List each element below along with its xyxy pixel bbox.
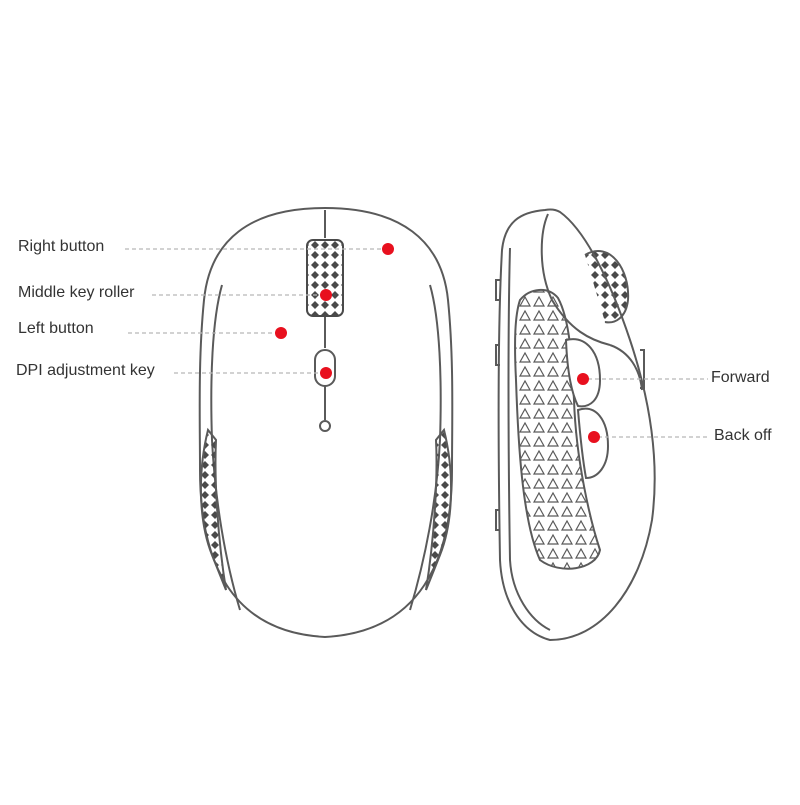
side-body-outline [497, 208, 656, 642]
right-side-grip [425, 427, 453, 591]
marker-right-button [382, 243, 394, 255]
mouse-body-outline [198, 206, 454, 639]
markers [275, 243, 600, 443]
label-forward: Forward [711, 369, 770, 386]
forward-button-shape [564, 338, 602, 408]
marker-left-button [275, 327, 287, 339]
mouse-side-view [495, 208, 656, 642]
label-back-off: Back off [714, 427, 772, 444]
marker-dpi-key [320, 367, 332, 379]
side-scroll-wheel [584, 250, 630, 324]
label-middle-key-roller: Middle key roller [18, 284, 135, 301]
marker-back-off [588, 431, 600, 443]
scroll-wheel [306, 239, 344, 317]
mouse-top-view [198, 206, 454, 639]
side-grip-panel [514, 289, 602, 570]
marker-forward [577, 373, 589, 385]
label-right-button: Right button [18, 238, 105, 255]
leader-lines [125, 248, 710, 438]
left-side-grip [199, 427, 227, 591]
marker-middle-key-roller [320, 289, 332, 301]
label-left-button: Left button [18, 320, 94, 337]
label-dpi-adjustment-key: DPI adjustment key [16, 362, 155, 379]
back-button-shape [576, 407, 610, 480]
